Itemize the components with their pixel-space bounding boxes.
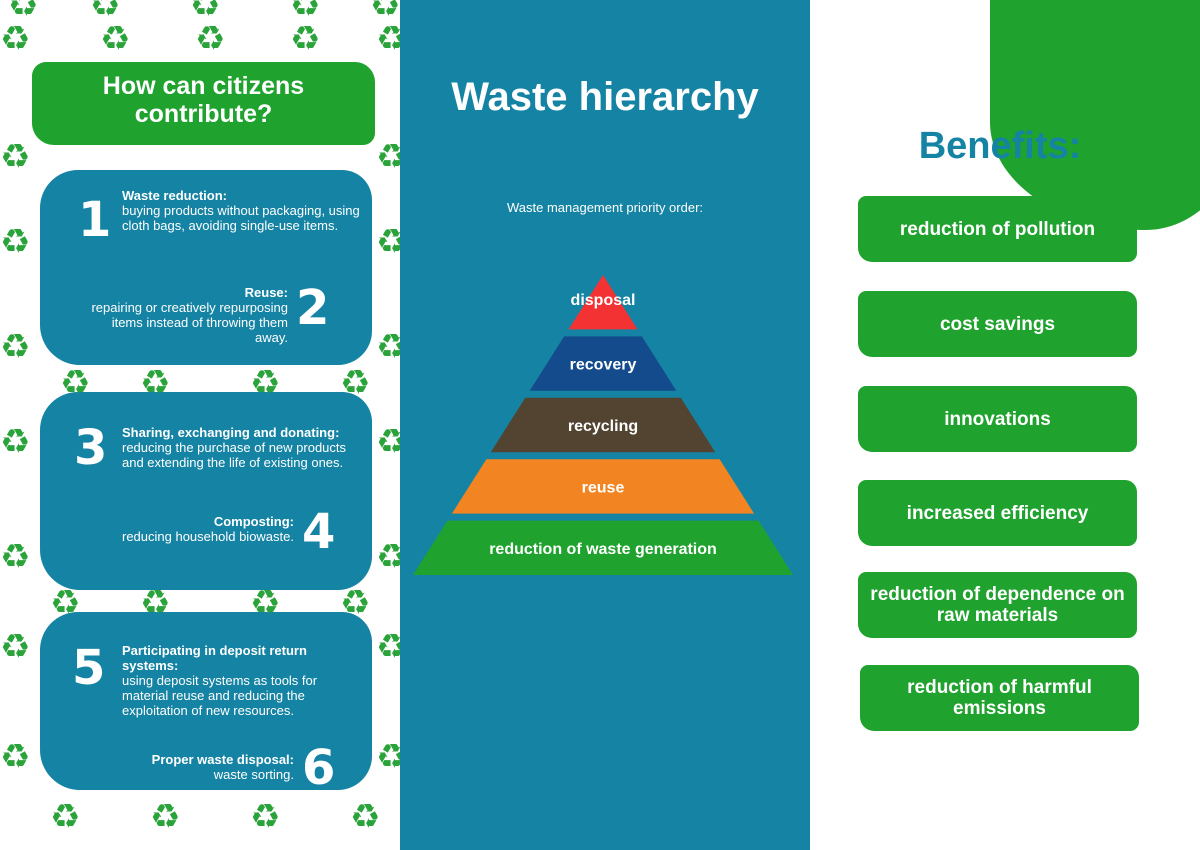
recycle-icon: ♻ <box>0 137 31 177</box>
recycle-icon: ♻ <box>250 363 281 403</box>
recycle-icon: ♻ <box>376 737 400 777</box>
pyramid-level <box>413 520 793 575</box>
contribution-box-2: 3 Sharing, exchanging and donating:reduc… <box>40 392 372 590</box>
recycle-icon: ♻ <box>0 19 31 59</box>
recycle-icon: ♻ <box>290 19 321 59</box>
recycle-icon: ♻ <box>0 327 31 367</box>
recycle-icon: ♻ <box>250 797 281 837</box>
recycle-icon: ♻ <box>290 0 321 25</box>
item-heading: Waste reduction: <box>122 188 227 203</box>
recycle-icon: ♻ <box>90 0 121 25</box>
item-heading: Proper waste disposal: <box>151 752 294 767</box>
citizens-title: How can citizens contribute? <box>32 62 375 145</box>
recycle-icon: ♻ <box>376 537 400 577</box>
recycle-icon: ♻ <box>376 19 400 59</box>
recycle-icon: ♻ <box>340 363 371 403</box>
pyramid-label: reduction of waste generation <box>489 541 717 558</box>
hierarchy-panel: Waste hierarchy Waste management priorit… <box>400 0 810 850</box>
recycle-icon: ♻ <box>0 422 31 462</box>
contribution-item: Reuse:repairing or creatively repurposin… <box>90 285 288 345</box>
item-heading: Composting: <box>213 514 294 529</box>
benefit-item: reduction of harmful emissions <box>860 665 1139 731</box>
recycle-icon: ♻ <box>50 583 81 623</box>
recycle-icon: ♻ <box>376 137 400 177</box>
contribution-item: Waste reduction:buying products without … <box>122 188 362 233</box>
recycle-icon: ♻ <box>350 797 381 837</box>
benefit-item: reduction of pollution <box>858 196 1137 262</box>
item-heading: Reuse: <box>244 285 288 300</box>
contribution-box-3: 5 Participating in deposit return system… <box>40 612 372 796</box>
contribution-item: Composting:reducing household biowaste. <box>80 514 294 544</box>
recycle-icon: ♻ <box>190 0 221 25</box>
contribution-box-1: 1 Waste reduction:buying products withou… <box>40 170 372 365</box>
recycle-icon: ♻ <box>370 0 400 25</box>
item-text: buying products without packaging, using… <box>122 203 360 233</box>
recycle-icon: ♻ <box>376 422 400 462</box>
citizens-panel: ♻♻♻♻♻♻♻♻♻♻♻♻♻♻♻♻♻♻♻♻♻♻♻♻♻♻♻♻♻♻♻♻♻♻♻♻ How… <box>0 0 400 850</box>
contribution-item: Participating in deposit return systems:… <box>122 643 362 718</box>
contribution-item: Proper waste disposal:waste sorting. <box>100 752 294 782</box>
item-heading: Sharing, exchanging and donating: <box>122 425 340 440</box>
pyramid-label: recycling <box>568 418 638 435</box>
item-number: 2 <box>296 280 330 336</box>
pyramid-label: recovery <box>570 357 637 374</box>
pyramid-label: reuse <box>582 479 625 496</box>
benefit-item: innovations <box>858 386 1137 452</box>
recycle-icon: ♻ <box>0 737 31 777</box>
waste-pyramid: disposal recovery recycling reuse reduction … <box>413 275 793 575</box>
item-heading: Participating in deposit return systems: <box>122 643 307 673</box>
item-number: 1 <box>78 192 112 248</box>
item-number: 3 <box>74 420 108 476</box>
hierarchy-title: Waste hierarchy <box>451 75 759 119</box>
recycle-icon: ♻ <box>376 627 400 667</box>
pyramid-label: disposal <box>571 292 636 309</box>
recycle-icon: ♻ <box>150 797 181 837</box>
recycle-icon: ♻ <box>376 222 400 262</box>
recycle-icon: ♻ <box>50 797 81 837</box>
recycle-icon: ♻ <box>8 0 39 25</box>
benefit-item: reduction of dependence on raw materials <box>858 572 1137 638</box>
benefit-item: cost savings <box>858 291 1137 357</box>
recycle-icon: ♻ <box>100 19 131 59</box>
recycle-icon: ♻ <box>0 222 31 262</box>
item-text: waste sorting. <box>213 767 294 782</box>
recycle-icon: ♻ <box>140 583 171 623</box>
item-number: 6 <box>302 740 336 796</box>
recycle-icon: ♻ <box>140 363 171 403</box>
item-number: 5 <box>72 640 106 696</box>
contribution-item: Sharing, exchanging and donating:reducin… <box>122 425 362 470</box>
item-text: using deposit systems as tools for mater… <box>122 673 318 718</box>
pyramid-level <box>451 459 755 514</box>
pyramid-level <box>568 275 638 330</box>
pyramid-level <box>490 397 716 453</box>
recycle-icon: ♻ <box>60 363 91 403</box>
recycle-icon: ♻ <box>0 537 31 577</box>
recycle-icon: ♻ <box>340 583 371 623</box>
recycle-icon: ♻ <box>376 327 400 367</box>
recycle-icon: ♻ <box>250 583 281 623</box>
recycle-icon: ♻ <box>0 627 31 667</box>
pyramid-level <box>529 336 677 391</box>
recycle-icon: ♻ <box>195 19 226 59</box>
hierarchy-subtitle: Waste management priority order: <box>506 200 704 215</box>
item-text: repairing or creatively repurposing item… <box>91 300 288 345</box>
item-text: reducing the purchase of new products an… <box>122 440 347 470</box>
item-number: 4 <box>302 504 336 560</box>
benefits-title: Benefits: <box>918 125 1082 167</box>
item-text: reducing household biowaste. <box>121 529 294 544</box>
benefit-item: increased efficiency <box>858 480 1137 546</box>
